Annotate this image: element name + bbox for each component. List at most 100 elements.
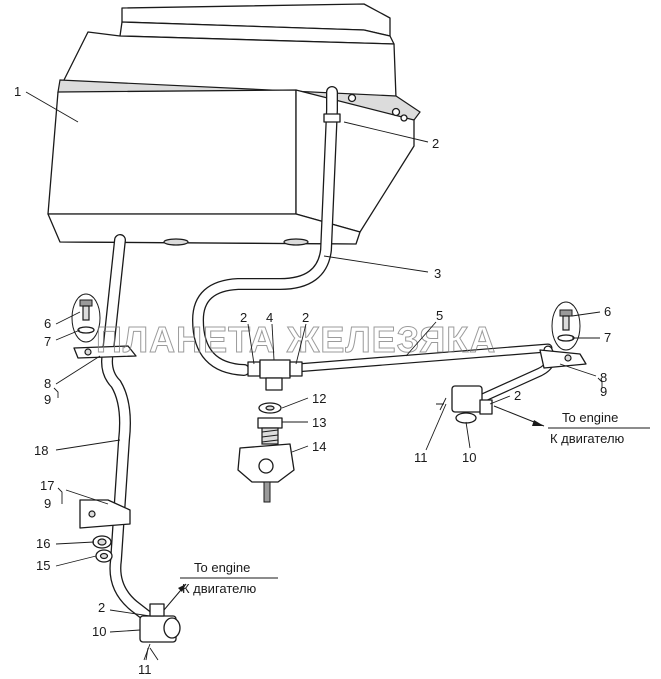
callout-9-right: 9 bbox=[600, 384, 607, 399]
right-tap-lever-11 bbox=[436, 397, 447, 411]
engine-label-right-ru: К двигателю bbox=[550, 431, 625, 446]
bottom-tap-cap-10 bbox=[163, 617, 181, 639]
leader-11-bottom bbox=[145, 647, 149, 661]
callout-17: 17 bbox=[40, 478, 54, 493]
tee-nut-left bbox=[247, 361, 261, 377]
engine-arrow-right bbox=[493, 405, 650, 429]
engine-label-left-ru: К двигателю bbox=[182, 581, 257, 596]
bottom-tap-nut bbox=[149, 603, 165, 617]
leader-10-bottom bbox=[109, 629, 141, 633]
tee-nut-right bbox=[289, 361, 303, 377]
callout-11-bottom: 11 bbox=[138, 662, 152, 677]
flange-bolt-b bbox=[391, 107, 401, 117]
tank-upper-body bbox=[61, 31, 397, 99]
fuel-tank bbox=[47, 3, 421, 246]
callout-2-top: 2 bbox=[432, 136, 439, 151]
callout-15: 15 bbox=[36, 558, 50, 573]
leader-8-left bbox=[55, 355, 101, 385]
pipe-18 bbox=[101, 234, 158, 626]
bracket-8-9-left bbox=[53, 387, 59, 398]
pipe-18-fill bbox=[102, 235, 157, 625]
leader-2-tee-left bbox=[247, 323, 255, 365]
tank-foot-b bbox=[283, 238, 309, 246]
pipe-3-fill bbox=[193, 87, 337, 375]
leader-3 bbox=[323, 255, 429, 273]
tank-foot-a bbox=[163, 238, 189, 246]
bottom-tap bbox=[139, 603, 181, 661]
bracket-right-hole bbox=[564, 354, 572, 362]
callout-9-left: 9 bbox=[44, 392, 51, 407]
callout-6-left: 6 bbox=[44, 316, 51, 331]
tank-cap-rim bbox=[119, 21, 395, 45]
leader-15 bbox=[55, 555, 97, 567]
leader-2-bottom bbox=[109, 609, 151, 617]
right-tap-nut bbox=[479, 399, 493, 415]
callout-7-left: 7 bbox=[44, 334, 51, 349]
callout-13: 13 bbox=[312, 415, 326, 430]
tank-bottom-tray bbox=[47, 213, 361, 245]
spring-coil-a bbox=[261, 429, 279, 433]
callout-2-tee-left: 2 bbox=[240, 310, 247, 325]
leader-10-right bbox=[465, 421, 471, 449]
nut-15-hole bbox=[99, 552, 109, 560]
callout-14: 14 bbox=[312, 439, 326, 454]
callout-6-right: 6 bbox=[604, 304, 611, 319]
leader-2-top bbox=[343, 121, 429, 143]
right-tap bbox=[436, 385, 493, 424]
bracket-8-9-right bbox=[597, 377, 603, 388]
callout-2-bottom: 2 bbox=[98, 600, 105, 615]
callout-16: 16 bbox=[36, 536, 50, 551]
callout-2-right-tap: 2 bbox=[514, 388, 521, 403]
bolt-shank-right bbox=[562, 315, 570, 331]
leader-18 bbox=[55, 439, 121, 451]
leader-7-left bbox=[55, 329, 81, 341]
spring-coil-c bbox=[261, 439, 279, 443]
washer-16-hole bbox=[97, 538, 107, 546]
engine-label-left-en: To engine bbox=[194, 560, 250, 575]
flange-bolt-c bbox=[400, 114, 408, 122]
leader-6-left bbox=[55, 311, 81, 325]
pipe-5-fill bbox=[292, 344, 552, 372]
bolt-head-right bbox=[559, 309, 573, 317]
leader-5 bbox=[405, 321, 437, 357]
washer-12-hole bbox=[265, 405, 275, 411]
callout-9-mid: 9 bbox=[44, 496, 51, 511]
spring-coil-b bbox=[261, 434, 279, 438]
right-tap-cap-10 bbox=[455, 412, 477, 424]
engine-arrow-left-head bbox=[178, 584, 186, 592]
valve-drain-pin bbox=[263, 481, 271, 503]
engine-label-right-en: To engine bbox=[562, 410, 618, 425]
tee-body bbox=[259, 359, 291, 379]
flange-bolt-a bbox=[347, 93, 357, 103]
bolt-shank-left bbox=[82, 305, 90, 321]
leader-1 bbox=[25, 91, 79, 123]
bracket-left-hole bbox=[84, 348, 92, 356]
nut-right-7 bbox=[557, 334, 575, 342]
callout-11-right: 11 bbox=[414, 450, 428, 465]
callout-8-left: 8 bbox=[44, 376, 51, 391]
nut-left-7 bbox=[77, 326, 95, 334]
tee-fitting bbox=[247, 359, 303, 391]
drain-valve bbox=[237, 402, 295, 503]
leader-lines bbox=[25, 91, 603, 661]
bracket-right-8 bbox=[539, 349, 587, 369]
callout-10-right: 10 bbox=[462, 450, 476, 465]
callout-7-right: 7 bbox=[604, 330, 611, 345]
right-tap-body bbox=[451, 385, 483, 413]
leader-4 bbox=[271, 323, 275, 361]
pipe-3 bbox=[192, 86, 341, 376]
callout-numbers: 1 2 3 6 7 2 4 2 5 6 7 8 9 12 13 14 8 9 2… bbox=[14, 84, 611, 677]
leader-2-right-tap bbox=[489, 395, 511, 405]
brackets bbox=[73, 345, 587, 563]
callout-3: 3 bbox=[434, 266, 441, 281]
callout-12: 12 bbox=[312, 391, 326, 406]
nut-13 bbox=[257, 417, 283, 429]
tank-main-front bbox=[47, 89, 297, 215]
leader-17 bbox=[65, 489, 109, 505]
valve-port bbox=[258, 458, 274, 474]
tee-stem bbox=[265, 377, 283, 391]
bolt-callout-right bbox=[551, 301, 581, 351]
leader-6-right bbox=[571, 311, 601, 317]
